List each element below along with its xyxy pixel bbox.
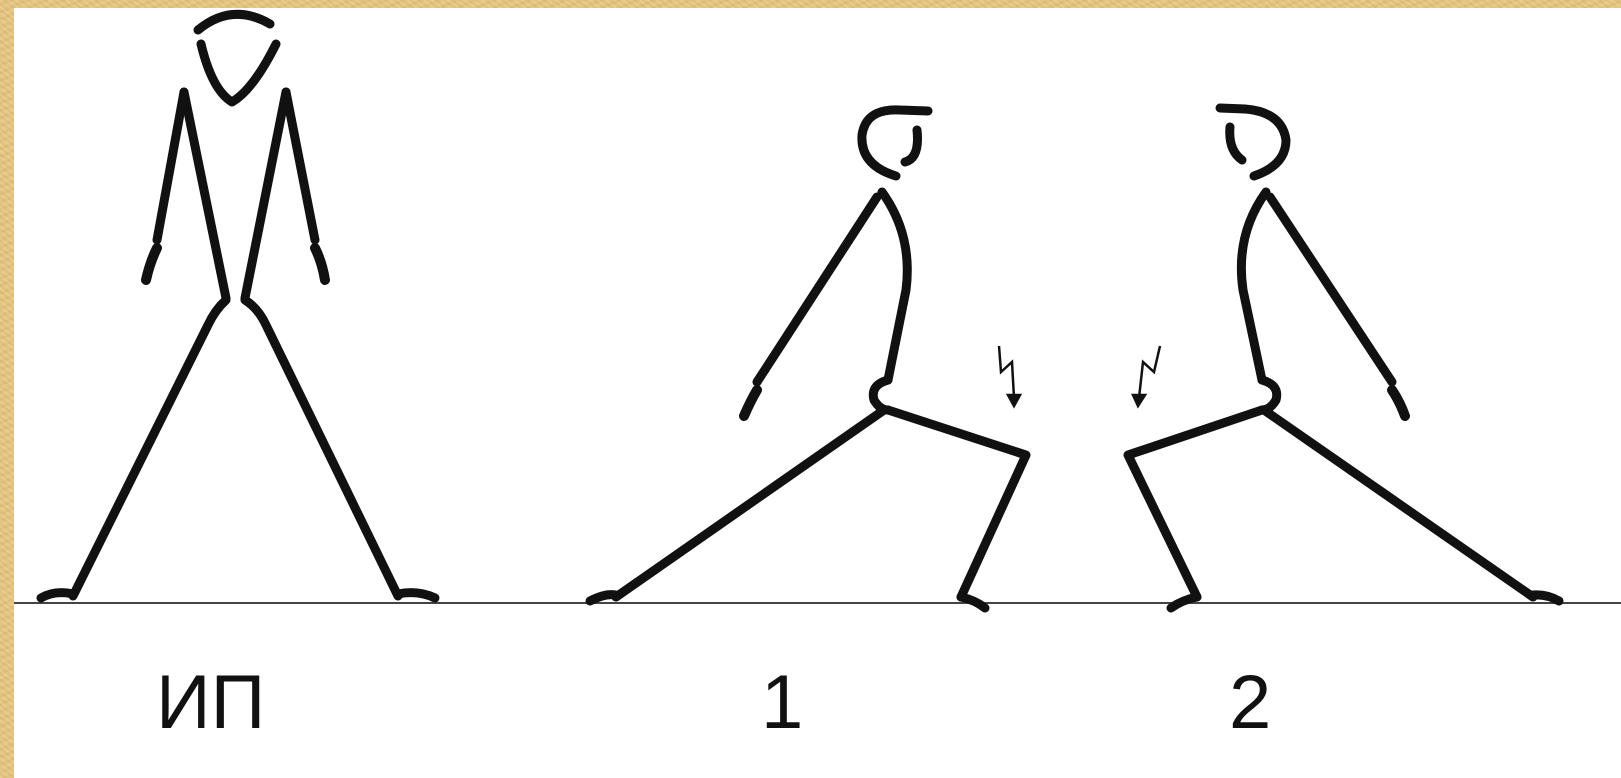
hand-left (146, 248, 157, 280)
arm (1270, 197, 1392, 382)
face (905, 130, 918, 162)
torso (882, 192, 907, 380)
foot-front (1171, 597, 1197, 608)
label-step-1: 1 (761, 665, 803, 741)
leg-right (245, 300, 398, 596)
leg-front (1128, 410, 1262, 597)
foot-left (41, 593, 73, 598)
torso-right (245, 92, 286, 298)
stick-figure-start (41, 14, 435, 598)
label-start-position: ИП (156, 665, 265, 741)
foot-front (961, 597, 985, 608)
stick-figure-step-2 (1128, 108, 1559, 608)
foot-right (398, 593, 435, 598)
hip (1262, 380, 1277, 410)
leg-front (888, 410, 1026, 597)
bounce-arrow-icon-2 (1133, 346, 1160, 406)
leg-left (73, 300, 226, 596)
hand (744, 390, 757, 416)
face (201, 44, 276, 102)
label-step-2: 2 (1229, 665, 1271, 741)
foot-back (590, 595, 616, 601)
leg-back (1264, 410, 1533, 597)
torso (1241, 192, 1266, 380)
hand-right (315, 248, 325, 280)
leg-back (616, 410, 884, 597)
torso-left (184, 92, 226, 298)
foot-back (1533, 595, 1559, 601)
stick-figure-step-1 (590, 110, 1026, 608)
hip (873, 380, 888, 410)
arm-left (157, 92, 184, 240)
head (198, 14, 270, 30)
hand (1392, 390, 1405, 416)
face (1230, 127, 1242, 160)
bounce-arrow-icon-1 (999, 346, 1020, 406)
arm (757, 197, 877, 382)
arm-right (286, 92, 315, 240)
